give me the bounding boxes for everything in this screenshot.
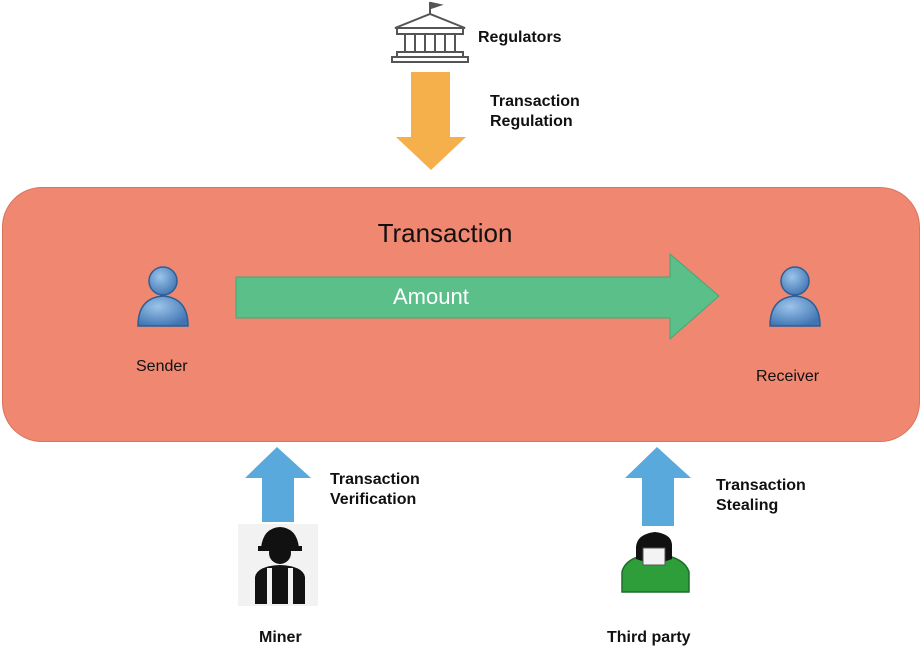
sender-label: Sender: [136, 358, 188, 375]
miner-label: Miner: [259, 629, 302, 646]
receiver-label: Receiver: [756, 368, 820, 385]
third-party-label: Third party: [607, 629, 691, 646]
amount-label: Amount: [393, 284, 469, 309]
stealing-arrow-label: Transaction Stealing: [716, 477, 806, 514]
verification-arrow-label: Transaction Verification: [330, 471, 420, 508]
transaction-title: Transaction: [377, 218, 513, 248]
regulation-arrow-label: Transaction Regulation: [490, 93, 580, 130]
regulators-label: Regulators: [478, 29, 562, 46]
